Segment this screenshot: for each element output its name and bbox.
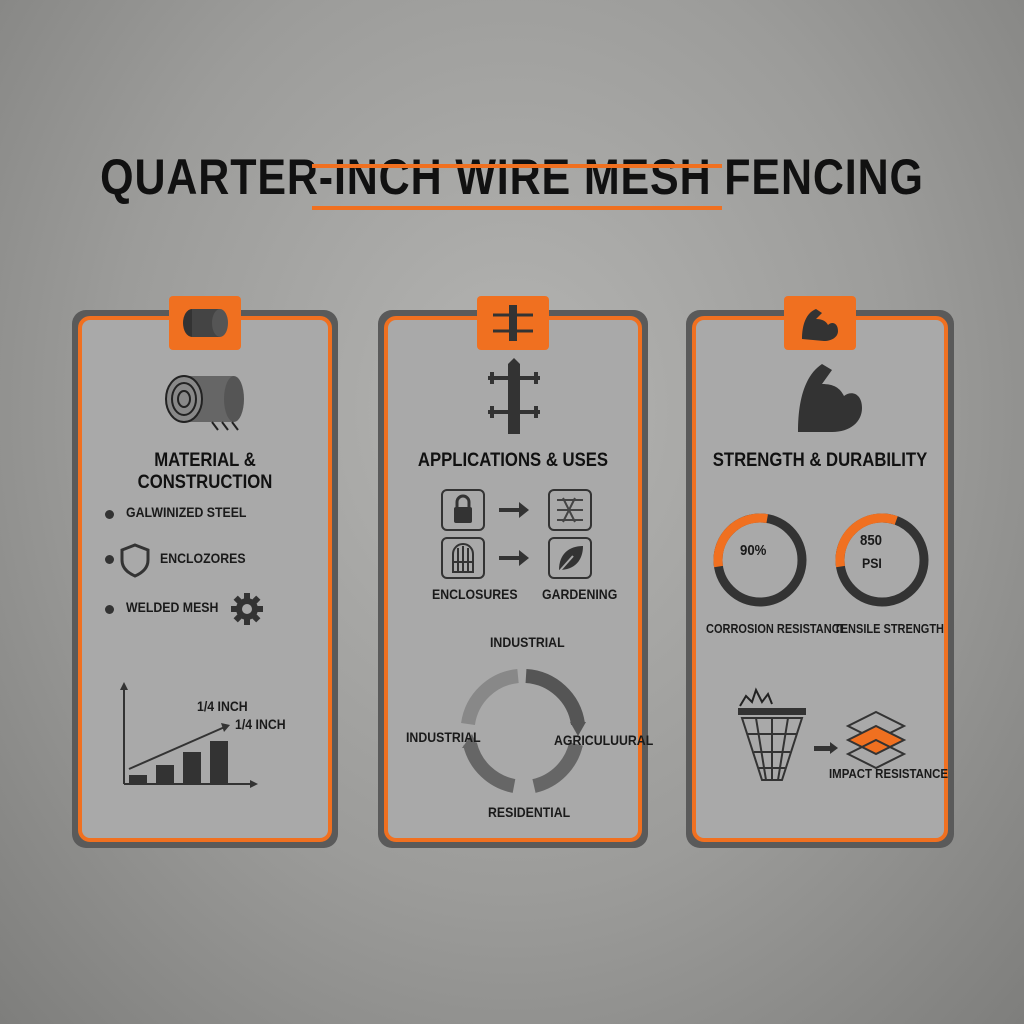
- cycle-label: RESIDENTIAL: [488, 804, 571, 820]
- page-title: QUARTER-INCH WIRE MESH FENCING: [100, 149, 924, 205]
- panel-heading: STRENGTH & DURABILITY: [712, 450, 928, 471]
- title-underline: [312, 206, 722, 210]
- cycle-diagram: [461, 669, 586, 793]
- panel-heading: MATERIAL & CONSTRUCTION: [137, 450, 273, 493]
- mesh-roll-icon: [169, 296, 241, 350]
- growth-chart: [120, 682, 258, 788]
- flexed-arm-icon: [784, 296, 856, 350]
- gauge-fill: [713, 513, 768, 568]
- chart-bar: [156, 765, 174, 785]
- title-accent-line: [312, 164, 722, 168]
- panel-strength: STRENGTH & DURABILITY 90% 850 PSI CORROS…: [686, 296, 954, 848]
- gauge-label: CORROSION RESISTANCE: [706, 622, 847, 636]
- gear-icon: [231, 593, 263, 625]
- flexed-arm-icon: [798, 364, 862, 432]
- chart-bar: [129, 775, 147, 785]
- fence-post-icon: [477, 296, 549, 350]
- panel-material: MATERIAL & CONSTRUCTION GALWINIZED STEEL…: [72, 296, 338, 848]
- grid-label: GARDENING: [542, 586, 618, 602]
- leaf-icon: [556, 546, 583, 575]
- impact-icon: [738, 687, 907, 781]
- cycle-label: AGRICULUURAL: [554, 732, 654, 748]
- chart-label: 1/4 INCH: [197, 698, 248, 714]
- impact-label: IMPACT RESISTANCE: [829, 766, 949, 781]
- gauge-value: 850: [860, 532, 883, 549]
- list-item: GALWINIZED STEEL: [126, 504, 247, 520]
- chart-label: 1/4 INCH: [235, 716, 286, 732]
- birdcage-icon: [452, 543, 474, 573]
- shield-icon: [120, 543, 150, 578]
- mesh-roll-icon: [165, 375, 244, 431]
- chart-bar: [183, 752, 201, 785]
- lock-icon: [454, 494, 472, 523]
- cycle-label: INDUSTRIAL: [490, 634, 565, 650]
- application-grid: [441, 489, 592, 579]
- list-item: WELDED MESH: [126, 599, 219, 615]
- chart-bar: [210, 741, 228, 785]
- gauge-value: 90%: [740, 542, 767, 559]
- grid-label: ENCLOSURES: [432, 586, 518, 602]
- gauge-label: TENSILE STRENGTH: [834, 622, 945, 636]
- panel-heading: APPLICATIONS & USES: [417, 450, 609, 471]
- gauge-fill: [835, 513, 898, 568]
- gauges: [713, 513, 929, 607]
- cycle-label: INDUSTRIAL: [406, 729, 481, 745]
- mesh-icon: [557, 497, 583, 523]
- gauge-unit: PSI: [862, 555, 882, 571]
- panel-applications: APPLICATIONS & USES ENCLOSURES GARDENING…: [378, 296, 653, 848]
- list-item: ENCLOZORES: [160, 550, 246, 566]
- fence-post-icon: [488, 358, 540, 434]
- arrow-right-icon: [499, 502, 529, 566]
